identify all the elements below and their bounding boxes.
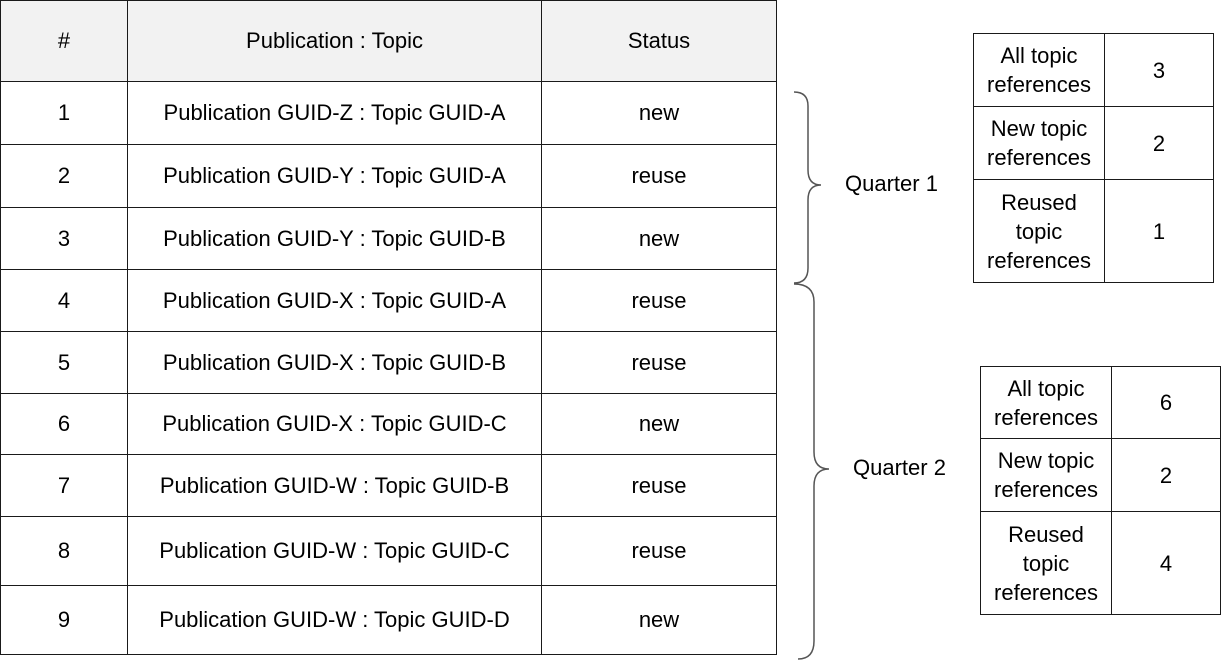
row-status: reuse [541,516,777,586]
table-row: 2 Publication GUID-Y : Topic GUID-A reus… [0,144,777,208]
summary-label-all: All topic references [980,366,1112,439]
quarter-1-label: Quarter 1 [845,171,938,196]
summary-label-reused: Reused topic references [980,511,1112,615]
summary-value-reused: 4 [1111,511,1221,615]
summary-row-new: New topic references 2 [973,106,1214,180]
row-publication-topic: Publication GUID-X : Topic GUID-B [127,331,542,394]
row-status: new [541,81,777,145]
row-publication-topic: Publication GUID-W : Topic GUID-C [127,516,542,586]
label-line: New topic [990,116,1088,141]
summary-value-all: 6 [1111,366,1221,439]
summary-value-new: 2 [1104,106,1214,180]
label-line: Reused [1001,189,1077,215]
label-line: references [994,404,1098,430]
row-number: 7 [0,454,128,517]
label-line: topic [1015,218,1063,244]
summary-label-reused: Reused topic references [973,179,1105,283]
label-line: Reused [1008,521,1084,547]
header-number: # [0,0,128,82]
row-publication-topic: Publication GUID-Y : Topic GUID-B [127,207,542,270]
quarter-2-summary-table: All topic references 6 New topic referen… [980,366,1221,615]
row-status: reuse [541,331,777,394]
row-number: 4 [0,269,128,332]
row-publication-topic: Publication GUID-X : Topic GUID-A [127,269,542,332]
label-line: All topic [1000,43,1078,68]
row-status: new [541,207,777,270]
table-row: 7 Publication GUID-W : Topic GUID-B reus… [0,454,777,517]
row-status: reuse [541,454,777,517]
summary-row-all: All topic references 3 [973,33,1214,107]
summary-row-reused: Reused topic references 4 [980,511,1221,615]
row-publication-topic: Publication GUID-W : Topic GUID-B [127,454,542,517]
label-line: references [994,579,1098,605]
table-row: 4 Publication GUID-X : Topic GUID-A reus… [0,269,777,332]
label-line: topic [1022,550,1070,576]
header-row: # Publication : Topic Status [0,0,777,82]
label-line: references [994,477,1098,502]
summary-label-new: New topic references [973,106,1105,180]
header-status: Status [541,0,777,82]
label-line: references [987,247,1091,273]
row-number: 5 [0,331,128,394]
quarter-2-brace [793,283,830,660]
table-row: 6 Publication GUID-X : Topic GUID-C new [0,393,777,455]
row-publication-topic: Publication GUID-X : Topic GUID-C [127,393,542,455]
summary-value-reused: 1 [1104,179,1214,283]
row-status: reuse [541,269,777,332]
row-publication-topic: Publication GUID-W : Topic GUID-D [127,585,542,655]
quarter-2-label: Quarter 2 [853,455,946,480]
label-line: New topic [997,448,1095,473]
row-number: 1 [0,81,128,145]
row-number: 2 [0,144,128,208]
summary-label-new: New topic references [980,438,1112,512]
row-number: 8 [0,516,128,586]
row-status: reuse [541,144,777,208]
summary-label-all: All topic references [973,33,1105,107]
label-line: All topic [1007,375,1085,401]
row-status: new [541,393,777,455]
table-row: 1 Publication GUID-Z : Topic GUID-A new [0,81,777,145]
summary-value-all: 3 [1104,33,1214,107]
row-number: 6 [0,393,128,455]
table-row: 8 Publication GUID-W : Topic GUID-C reus… [0,516,777,586]
quarter-1-summary-table: All topic references 3 New topic referen… [973,33,1214,283]
row-publication-topic: Publication GUID-Y : Topic GUID-A [127,144,542,208]
summary-row-all: All topic references 6 [980,366,1221,439]
table-row: 3 Publication GUID-Y : Topic GUID-B new [0,207,777,270]
label-line: references [987,145,1091,170]
row-publication-topic: Publication GUID-Z : Topic GUID-A [127,81,542,145]
table-row: 9 Publication GUID-W : Topic GUID-D new [0,585,777,655]
row-number: 9 [0,585,128,655]
table-row: 5 Publication GUID-X : Topic GUID-B reus… [0,331,777,394]
summary-row-reused: Reused topic references 1 [973,179,1214,283]
row-status: new [541,585,777,655]
label-line: references [987,72,1091,97]
summary-row-new: New topic references 2 [980,438,1221,512]
row-number: 3 [0,207,128,270]
summary-value-new: 2 [1111,438,1221,512]
quarter-1-brace [793,91,822,284]
publication-topic-table: # Publication : Topic Status 1 Publicati… [0,0,777,655]
header-publication-topic: Publication : Topic [127,0,542,82]
